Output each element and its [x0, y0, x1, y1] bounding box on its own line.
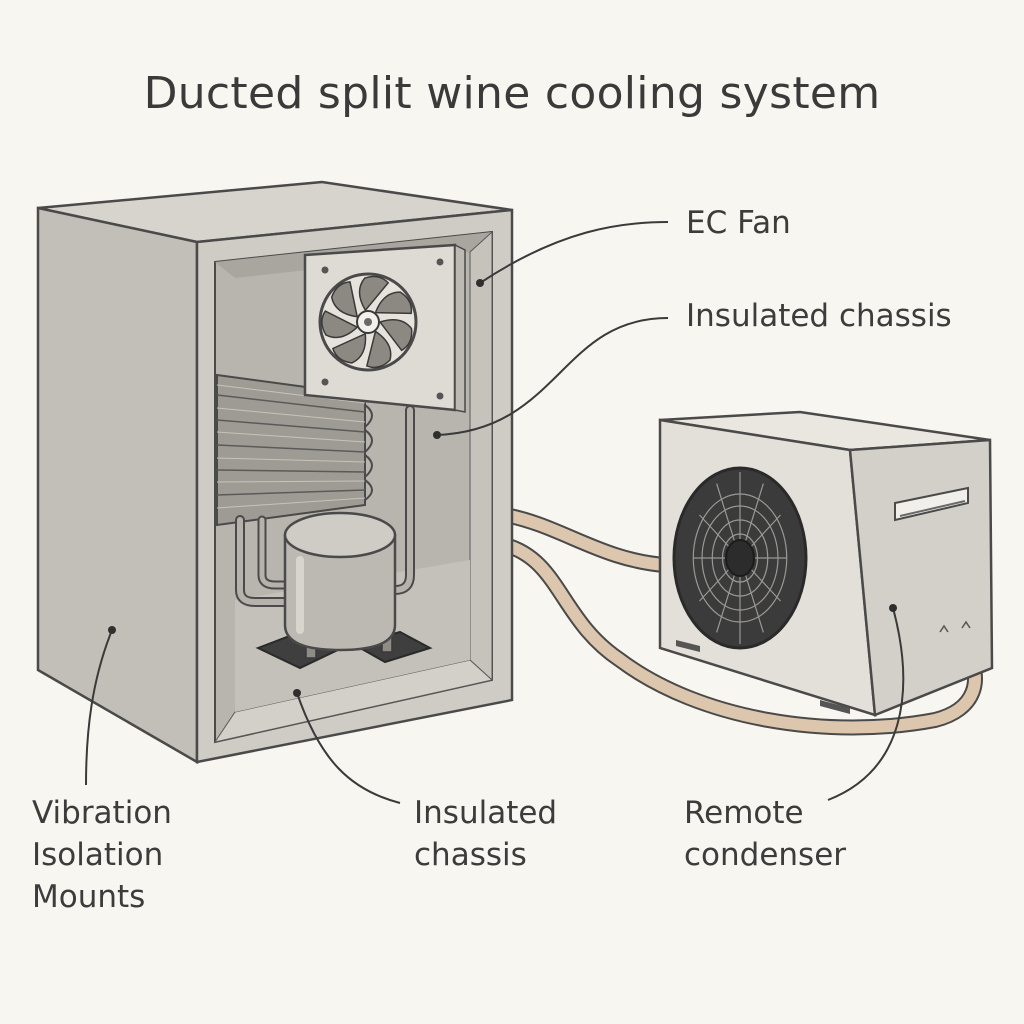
callout-dot-condenser	[889, 604, 897, 612]
label-remote-condenser: Remote condenser	[684, 792, 846, 876]
callout-leaders	[85, 221, 905, 804]
leader-ec-fan	[479, 221, 669, 284]
grille-spoke	[744, 483, 764, 543]
leader-condenser	[827, 607, 905, 801]
compressor	[283, 511, 397, 652]
diagram-title: Ducted split wine cooling system	[143, 68, 881, 119]
refrigerant-lines	[497, 507, 983, 736]
cabinet-left-side	[36, 206, 199, 765]
grille-spoke	[744, 573, 764, 633]
label-line: Vibration	[32, 795, 172, 831]
label-insulated-chassis-top: Insulated chassis	[686, 295, 952, 337]
ec-fan	[303, 243, 466, 413]
grille-spoke	[716, 573, 736, 633]
fan-blade	[331, 332, 367, 364]
callout-dot-ec-fan	[476, 279, 484, 287]
label-line: Isolation	[32, 837, 164, 873]
label-vibration-isolation-mounts: Vibration Isolation Mounts	[32, 792, 172, 918]
fan-blade	[378, 319, 413, 352]
callout-dot-chassis-top	[433, 431, 441, 439]
leader-chassis-bottom	[296, 692, 401, 804]
remote-condenser-unit	[658, 410, 994, 717]
label-line: chassis	[414, 837, 527, 873]
label-line: condenser	[684, 837, 847, 873]
leader-chassis-top	[436, 317, 669, 436]
internal-piping	[235, 405, 415, 607]
callout-dot-chassis-bottom	[293, 689, 301, 697]
grille-spoke	[748, 566, 781, 602]
fan-blade	[365, 330, 392, 369]
label-ec-fan-text: EC Fan	[686, 205, 791, 241]
fan-blade	[330, 281, 359, 318]
label-line: Mounts	[32, 879, 146, 915]
label-line: Insulated	[414, 795, 558, 831]
fan-blade	[358, 275, 390, 312]
label-ec-fan: EC Fan	[686, 202, 791, 244]
callout-dot-vibration	[108, 626, 116, 634]
grille-spoke	[748, 514, 781, 550]
fan-blade	[321, 310, 359, 339]
grille-spoke	[699, 566, 732, 602]
fan-blade	[374, 291, 413, 315]
label-line: Remote	[684, 795, 804, 831]
grille-spoke	[699, 514, 732, 550]
label-insulated-chassis-bottom: Insulated chassis	[414, 792, 557, 876]
leader-vibration	[85, 629, 113, 786]
grille-spoke	[716, 483, 736, 543]
label-insulated-chassis-top-text: Insulated chassis	[686, 298, 952, 334]
